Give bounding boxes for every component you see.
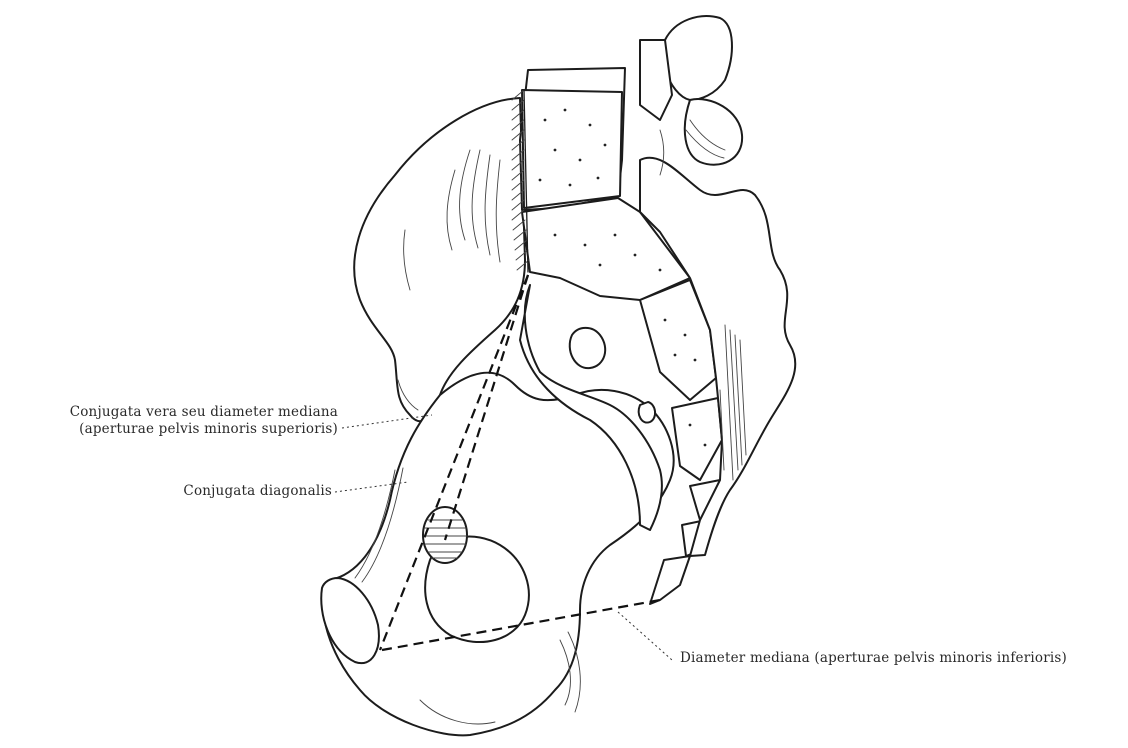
label-conjugata-vera-line1: Conjugata vera seu diameter mediana xyxy=(0,404,338,421)
label-conjugata-vera-line2: (aperturae pelvis minoris superioris) xyxy=(0,421,338,438)
lumbar-articular-process xyxy=(685,99,742,165)
coccyx-segment-1 xyxy=(672,398,722,480)
ischial-spine xyxy=(423,507,467,563)
coccyx-tip xyxy=(650,556,690,604)
sacral-foramen xyxy=(570,328,605,368)
small-foramen xyxy=(639,402,655,423)
label-diameter-mediana-inferior: Diameter mediana (aperturae pelvis minor… xyxy=(680,650,1067,667)
leader-diameter-mediana xyxy=(618,612,672,660)
lumbar-spinous-process xyxy=(665,16,732,100)
label-conjugata-diagonalis: Conjugata diagonalis xyxy=(0,483,332,500)
lumbar-process-stem xyxy=(640,40,672,120)
sacrum-upper-vertebra xyxy=(522,90,622,208)
label-conjugata-vera: Conjugata vera seu diameter mediana (ape… xyxy=(0,404,338,438)
